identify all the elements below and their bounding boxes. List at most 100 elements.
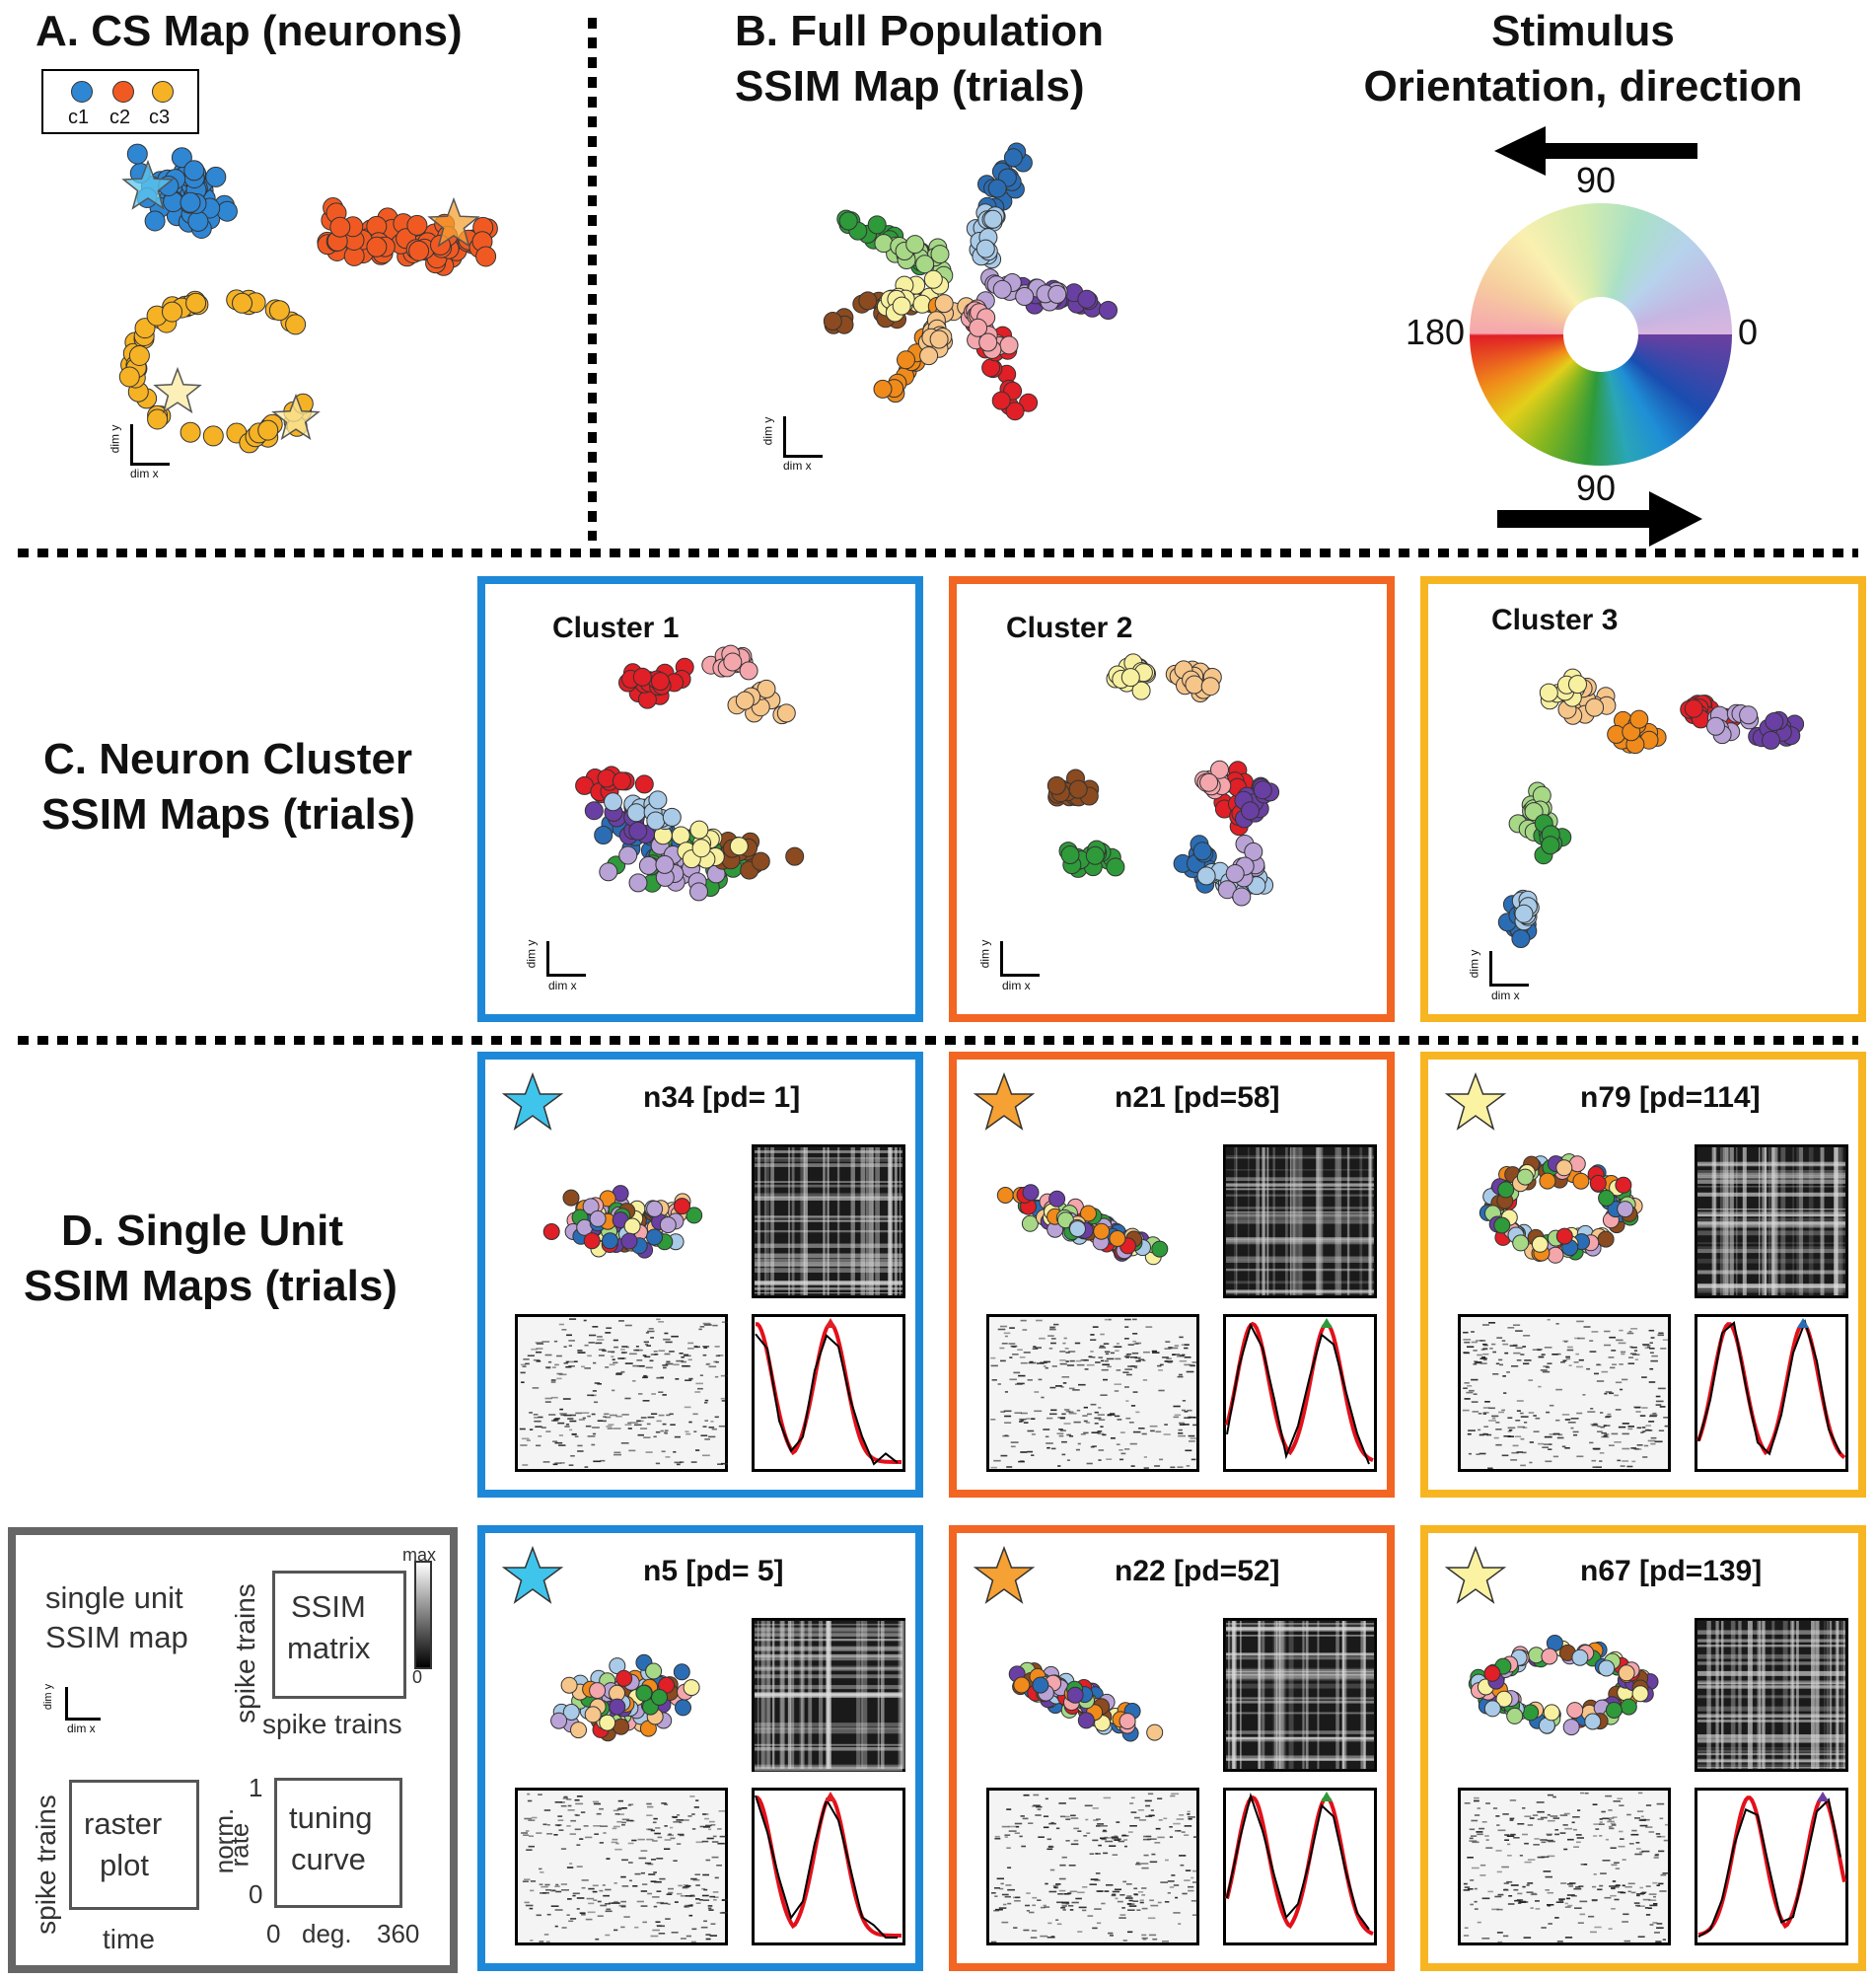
ssim-matrix-stripe	[755, 1196, 902, 1201]
raster-spike	[605, 1332, 612, 1334]
raster-spike	[685, 1430, 689, 1432]
ssim-matrix-stripe	[1272, 1147, 1275, 1295]
raster-spike	[683, 1885, 690, 1888]
raster-spike	[1173, 1416, 1180, 1419]
scatter-point	[562, 1189, 580, 1207]
raster-spike	[1645, 1914, 1651, 1916]
raster-spike	[1061, 1453, 1066, 1456]
raster-spike	[721, 1899, 725, 1901]
key-tuning-ymin: 0	[249, 1879, 263, 1909]
raster-spike	[1546, 1366, 1551, 1368]
raster-spike	[1092, 1839, 1099, 1842]
cluster-3-axis-y: dim y	[1467, 949, 1481, 979]
scatter-point	[1060, 845, 1080, 864]
ssim-matrix-stripe	[1782, 1621, 1788, 1769]
raster-spike	[1464, 1927, 1469, 1929]
raster-spike	[1184, 1825, 1192, 1827]
raster-spike	[1643, 1818, 1650, 1821]
ssim-matrix-stripe	[1697, 1715, 1845, 1718]
cluster-3-scatter	[1497, 668, 1805, 948]
ssim-matrix-stripe	[770, 1147, 774, 1295]
raster-spike	[554, 1363, 559, 1366]
raster-spike	[1618, 1426, 1626, 1429]
raster-spike	[1019, 1835, 1023, 1838]
raster-spike	[1596, 1380, 1605, 1382]
raster-spike	[1507, 1843, 1511, 1846]
raster-spike	[1183, 1424, 1190, 1426]
panel-a-axes: dim y dim x	[108, 422, 187, 481]
raster-spike	[1192, 1869, 1199, 1872]
raster-spike	[1497, 1893, 1504, 1896]
scatter-point	[542, 1223, 560, 1240]
raster-spike	[1069, 1890, 1078, 1893]
raster-spike	[600, 1904, 608, 1907]
raster-spike	[1130, 1811, 1137, 1813]
raster-spike	[1083, 1835, 1088, 1837]
raster-spike	[1191, 1900, 1198, 1902]
raster-spike	[1464, 1802, 1471, 1804]
raster-spike	[1020, 1319, 1027, 1322]
scatter-point	[1093, 1222, 1111, 1240]
raster-spike	[1634, 1358, 1638, 1360]
raster-spike	[1019, 1421, 1023, 1423]
raster-spike	[546, 1824, 550, 1826]
scatter-point	[1620, 1698, 1637, 1716]
raster-spike	[1006, 1847, 1011, 1849]
raster-spike	[560, 1414, 566, 1417]
raster-spike	[640, 1428, 648, 1429]
raster-spike	[1117, 1900, 1123, 1903]
raster-spike	[1645, 1804, 1652, 1806]
raster-spike	[1658, 1429, 1665, 1431]
raster-spike	[1645, 1429, 1652, 1431]
raster-spike	[679, 1461, 685, 1463]
raster-spike	[1620, 1465, 1625, 1467]
raster-spike	[1614, 1394, 1619, 1397]
raster-spike	[592, 1432, 597, 1435]
scatter-point	[739, 661, 758, 681]
raster-spike	[1117, 1419, 1122, 1421]
scatter-point	[1077, 1712, 1095, 1729]
raster-spike	[1466, 1391, 1474, 1394]
ssim-matrix-stripe	[1226, 1626, 1374, 1629]
raster-spike	[593, 1361, 597, 1364]
raster-spike	[1014, 1412, 1022, 1414]
raster-spike	[1120, 1452, 1126, 1455]
raster-spike	[674, 1461, 683, 1464]
raster-spike	[680, 1895, 687, 1897]
raster-spike	[1031, 1433, 1036, 1435]
raster-spike	[1546, 1833, 1552, 1835]
cluster-1-axes: dim y dim x	[524, 939, 604, 998]
raster-spike	[1179, 1814, 1185, 1816]
raster-spike	[695, 1382, 703, 1385]
raster-spike	[1516, 1410, 1521, 1412]
raster-spike	[1026, 1418, 1031, 1420]
raster-spike	[702, 1813, 709, 1815]
raster-spike	[545, 1941, 550, 1942]
stimulus-label-top: 90	[1576, 160, 1617, 200]
raster-spike	[1135, 1356, 1141, 1359]
raster-spike	[1588, 1915, 1595, 1918]
raster-spike	[1478, 1413, 1482, 1415]
raster-spike	[1114, 1390, 1119, 1392]
raster-spike	[1045, 1882, 1048, 1885]
raster-spike	[1127, 1931, 1133, 1934]
raster-spike	[1073, 1421, 1081, 1424]
raster-spike	[539, 1883, 543, 1885]
tuning-frame	[1223, 1788, 1377, 1945]
raster-spike	[1063, 1337, 1067, 1340]
scatter-point	[1543, 1704, 1560, 1722]
raster-spike	[688, 1421, 692, 1424]
raster-spike	[1552, 1455, 1559, 1458]
raster-spike	[592, 1326, 599, 1328]
raster-spike	[561, 1889, 569, 1891]
raster-frame	[515, 1314, 728, 1472]
raster-spike	[569, 1429, 573, 1431]
scatter-point	[776, 703, 796, 723]
raster-spike	[1142, 1838, 1150, 1841]
raster-spike	[1191, 1881, 1199, 1883]
scatter-point	[1032, 1676, 1049, 1694]
raster-spike	[557, 1815, 563, 1817]
raster-spike	[709, 1895, 716, 1898]
raster-spike	[1040, 1906, 1046, 1909]
ssim-matrix-stripe	[850, 1147, 855, 1295]
